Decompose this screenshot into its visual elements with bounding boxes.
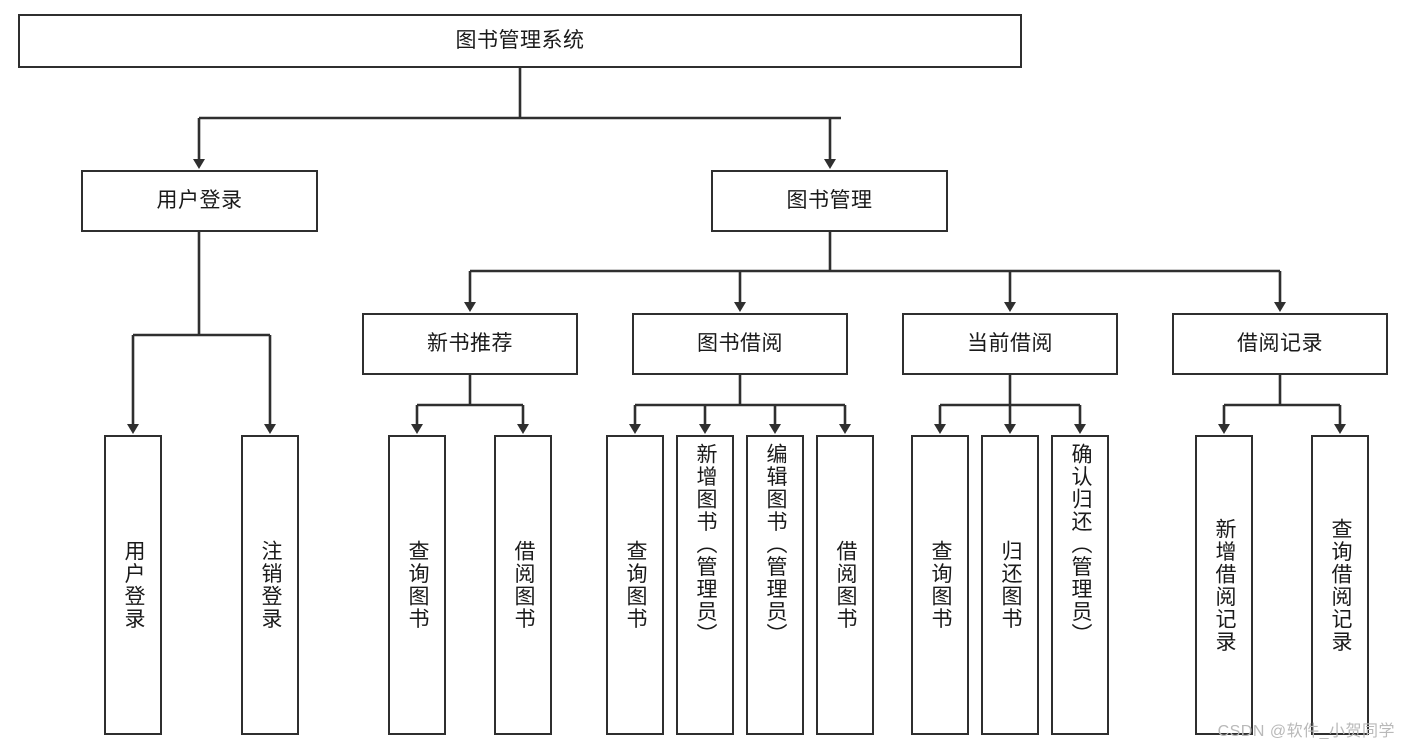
node-root-book-management-system[interactable]: 图书管理系统 <box>18 14 1022 68</box>
node-label: 新书推荐 <box>427 332 513 356</box>
csdn-watermark: CSDN @软件_小贺同学 <box>1217 723 1395 740</box>
node-label: 查询图书 <box>624 540 648 630</box>
leaf-query-book-borrow[interactable]: 查询图书 <box>606 435 664 735</box>
leaf-user-login[interactable]: 用户登录 <box>104 435 162 735</box>
node-label: 当前借阅 <box>967 332 1053 356</box>
node-label: 确认归还（管理员） <box>1069 443 1093 646</box>
node-label: 图书管理 <box>786 189 873 213</box>
node-label: 注销登录 <box>259 540 283 630</box>
node-label: 查询图书 <box>929 540 953 630</box>
leaf-logout[interactable]: 注销登录 <box>241 435 299 735</box>
node-label: 借阅记录 <box>1237 332 1323 356</box>
node-borrowing-record[interactable]: 借阅记录 <box>1172 313 1388 375</box>
node-label: 查询图书 <box>406 540 430 630</box>
node-book-borrowing[interactable]: 图书借阅 <box>632 313 848 375</box>
leaf-query-book-new[interactable]: 查询图书 <box>388 435 446 735</box>
leaf-query-book-current[interactable]: 查询图书 <box>911 435 969 735</box>
leaf-add-borrow-record[interactable]: 新增借阅记录 <box>1195 435 1253 735</box>
node-label: 用户登录 <box>122 540 146 630</box>
node-label: 归还图书 <box>999 540 1023 630</box>
node-label: 新增借阅记录 <box>1213 517 1237 653</box>
node-label: 图书管理系统 <box>455 29 585 53</box>
node-label: 新增图书（管理员） <box>694 443 718 646</box>
node-book-management[interactable]: 图书管理 <box>711 170 948 232</box>
leaf-add-book-admin[interactable]: 新增图书（管理员） <box>676 435 734 735</box>
node-current-borrowing[interactable]: 当前借阅 <box>902 313 1118 375</box>
node-label: 用户登录 <box>156 189 243 213</box>
node-label: 编辑图书（管理员） <box>764 443 788 646</box>
leaf-query-borrow-record[interactable]: 查询借阅记录 <box>1311 435 1369 735</box>
node-label: 查询借阅记录 <box>1329 517 1353 653</box>
leaf-return-book[interactable]: 归还图书 <box>981 435 1039 735</box>
node-label: 借阅图书 <box>512 540 536 630</box>
node-new-book-recommendation[interactable]: 新书推荐 <box>362 313 578 375</box>
leaf-borrow-book-new[interactable]: 借阅图书 <box>494 435 552 735</box>
leaf-borrow-book[interactable]: 借阅图书 <box>816 435 874 735</box>
leaf-confirm-return-admin[interactable]: 确认归还（管理员） <box>1051 435 1109 735</box>
node-label: 图书借阅 <box>697 332 783 356</box>
node-label: 借阅图书 <box>834 540 858 630</box>
leaf-edit-book-admin[interactable]: 编辑图书（管理员） <box>746 435 804 735</box>
node-user-login[interactable]: 用户登录 <box>81 170 318 232</box>
